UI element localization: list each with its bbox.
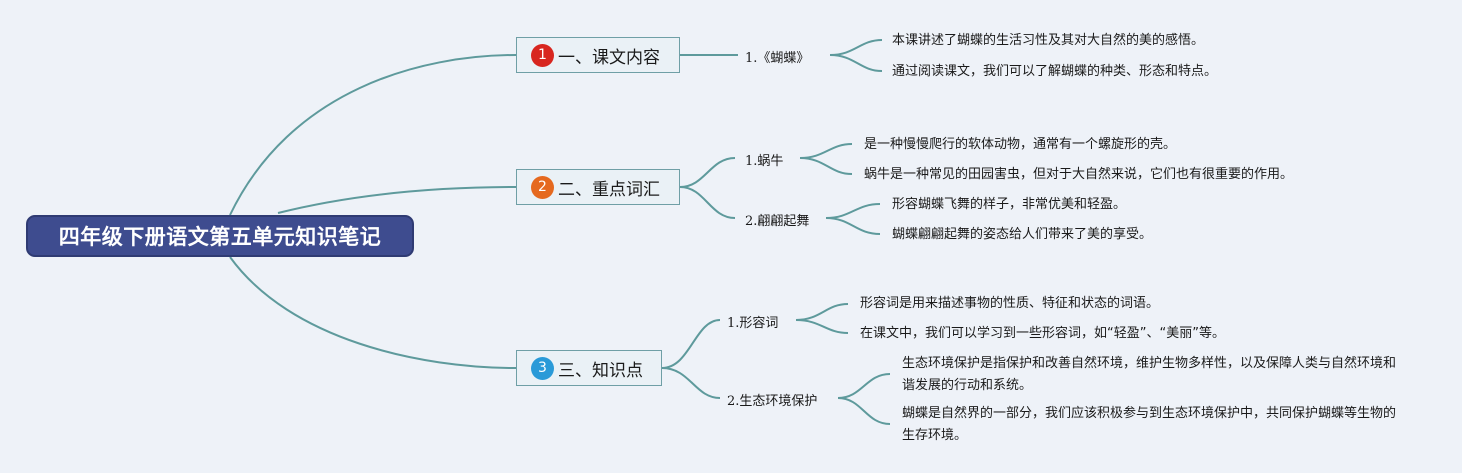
number-badge-icon: 3 bbox=[531, 356, 554, 380]
branch-topic-2[interactable]: 2 二、重点词汇 bbox=[516, 169, 680, 205]
leaf-text-1-1-2: 通过阅读课文，我们可以了解蝴蝶的种类、形态和特点。 bbox=[892, 64, 1218, 79]
link-sub-3-1-leaf-1 bbox=[795, 303, 849, 321]
link-branch-3-sub-2 bbox=[661, 367, 721, 399]
root-topic[interactable]: 四年级下册语文第五单元知识笔记 bbox=[26, 215, 414, 257]
subtopic-3-2[interactable]: 2.生态环境保护 bbox=[727, 394, 818, 409]
subtopic-1-1[interactable]: 1.《蝴蝶》 bbox=[745, 51, 810, 66]
branch-topic-3[interactable]: 3 三、知识点 bbox=[516, 350, 662, 386]
subtopic-3-1[interactable]: 1.形容词 bbox=[727, 316, 779, 331]
branch-label: 一、课文内容 bbox=[558, 47, 660, 68]
link-root-branch-3 bbox=[229, 256, 517, 369]
link-sub-1-1-leaf-2 bbox=[829, 54, 883, 72]
link-branch-3-sub-1 bbox=[661, 319, 721, 369]
link-sub-2-2-leaf-2 bbox=[825, 217, 881, 235]
leaf-text-2-1-2: 蜗牛是一种常见的田园害虫，但对于大自然来说，它们也有很重要的作用。 bbox=[864, 167, 1294, 182]
leaf-text-3-2-1: 生态环境保护是指保护和改善自然环境，维护生物多样性，以及保障人类与自然环境和谐发… bbox=[902, 356, 1397, 393]
subtopic-2-2[interactable]: 2.翩翩起舞 bbox=[745, 214, 810, 229]
link-sub-3-1-leaf-2 bbox=[795, 319, 849, 334]
number-badge-icon: 1 bbox=[531, 43, 554, 67]
leaf-text-2-1-1: 是一种慢慢爬行的软体动物，通常有一个螺旋形的壳。 bbox=[864, 137, 1177, 152]
link-sub-2-1-leaf-2 bbox=[799, 157, 853, 175]
leaf-text-2-2-2: 蝴蝶翩翩起舞的姿态给人们带来了美的享受。 bbox=[892, 227, 1153, 242]
link-sub-3-2-leaf-2 bbox=[837, 397, 891, 425]
link-sub-2-1-leaf-1 bbox=[799, 143, 853, 159]
leaf-text-1-1-1: 本课讲述了蝴蝶的生活习性及其对大自然的美的感悟。 bbox=[892, 33, 1205, 48]
leaf-text-2-2-1: 形容蝴蝶飞舞的样子，非常优美和轻盈。 bbox=[892, 197, 1127, 212]
number-badge-icon: 2 bbox=[531, 175, 554, 199]
leaf-text-3-2-2: 蝴蝶是自然界的一部分，我们应该积极参与到生态环境保护中，共同保护蝴蝶等生物的生存… bbox=[902, 406, 1397, 443]
branch-label: 二、重点词汇 bbox=[558, 179, 660, 200]
link-sub-3-2-leaf-1 bbox=[837, 373, 891, 399]
link-root-branch-2 bbox=[277, 186, 517, 214]
leaf-text-3-1-1: 形容词是用来描述事物的性质、特征和状态的词语。 bbox=[860, 296, 1160, 311]
link-sub-1-1-leaf-1 bbox=[829, 39, 883, 56]
link-branch-2-sub-2 bbox=[679, 186, 736, 219]
link-branch-2-sub-1 bbox=[679, 157, 736, 188]
branch-topic-1[interactable]: 1 一、课文内容 bbox=[516, 37, 680, 73]
leaf-text-3-1-2: 在课文中，我们可以学习到一些形容词，如“轻盈”、“美丽”等。 bbox=[860, 326, 1225, 341]
subtopic-2-1[interactable]: 1.蜗牛 bbox=[745, 154, 784, 169]
branch-label: 三、知识点 bbox=[558, 360, 643, 381]
link-root-branch-1 bbox=[229, 54, 517, 216]
link-sub-2-2-leaf-1 bbox=[825, 203, 881, 219]
